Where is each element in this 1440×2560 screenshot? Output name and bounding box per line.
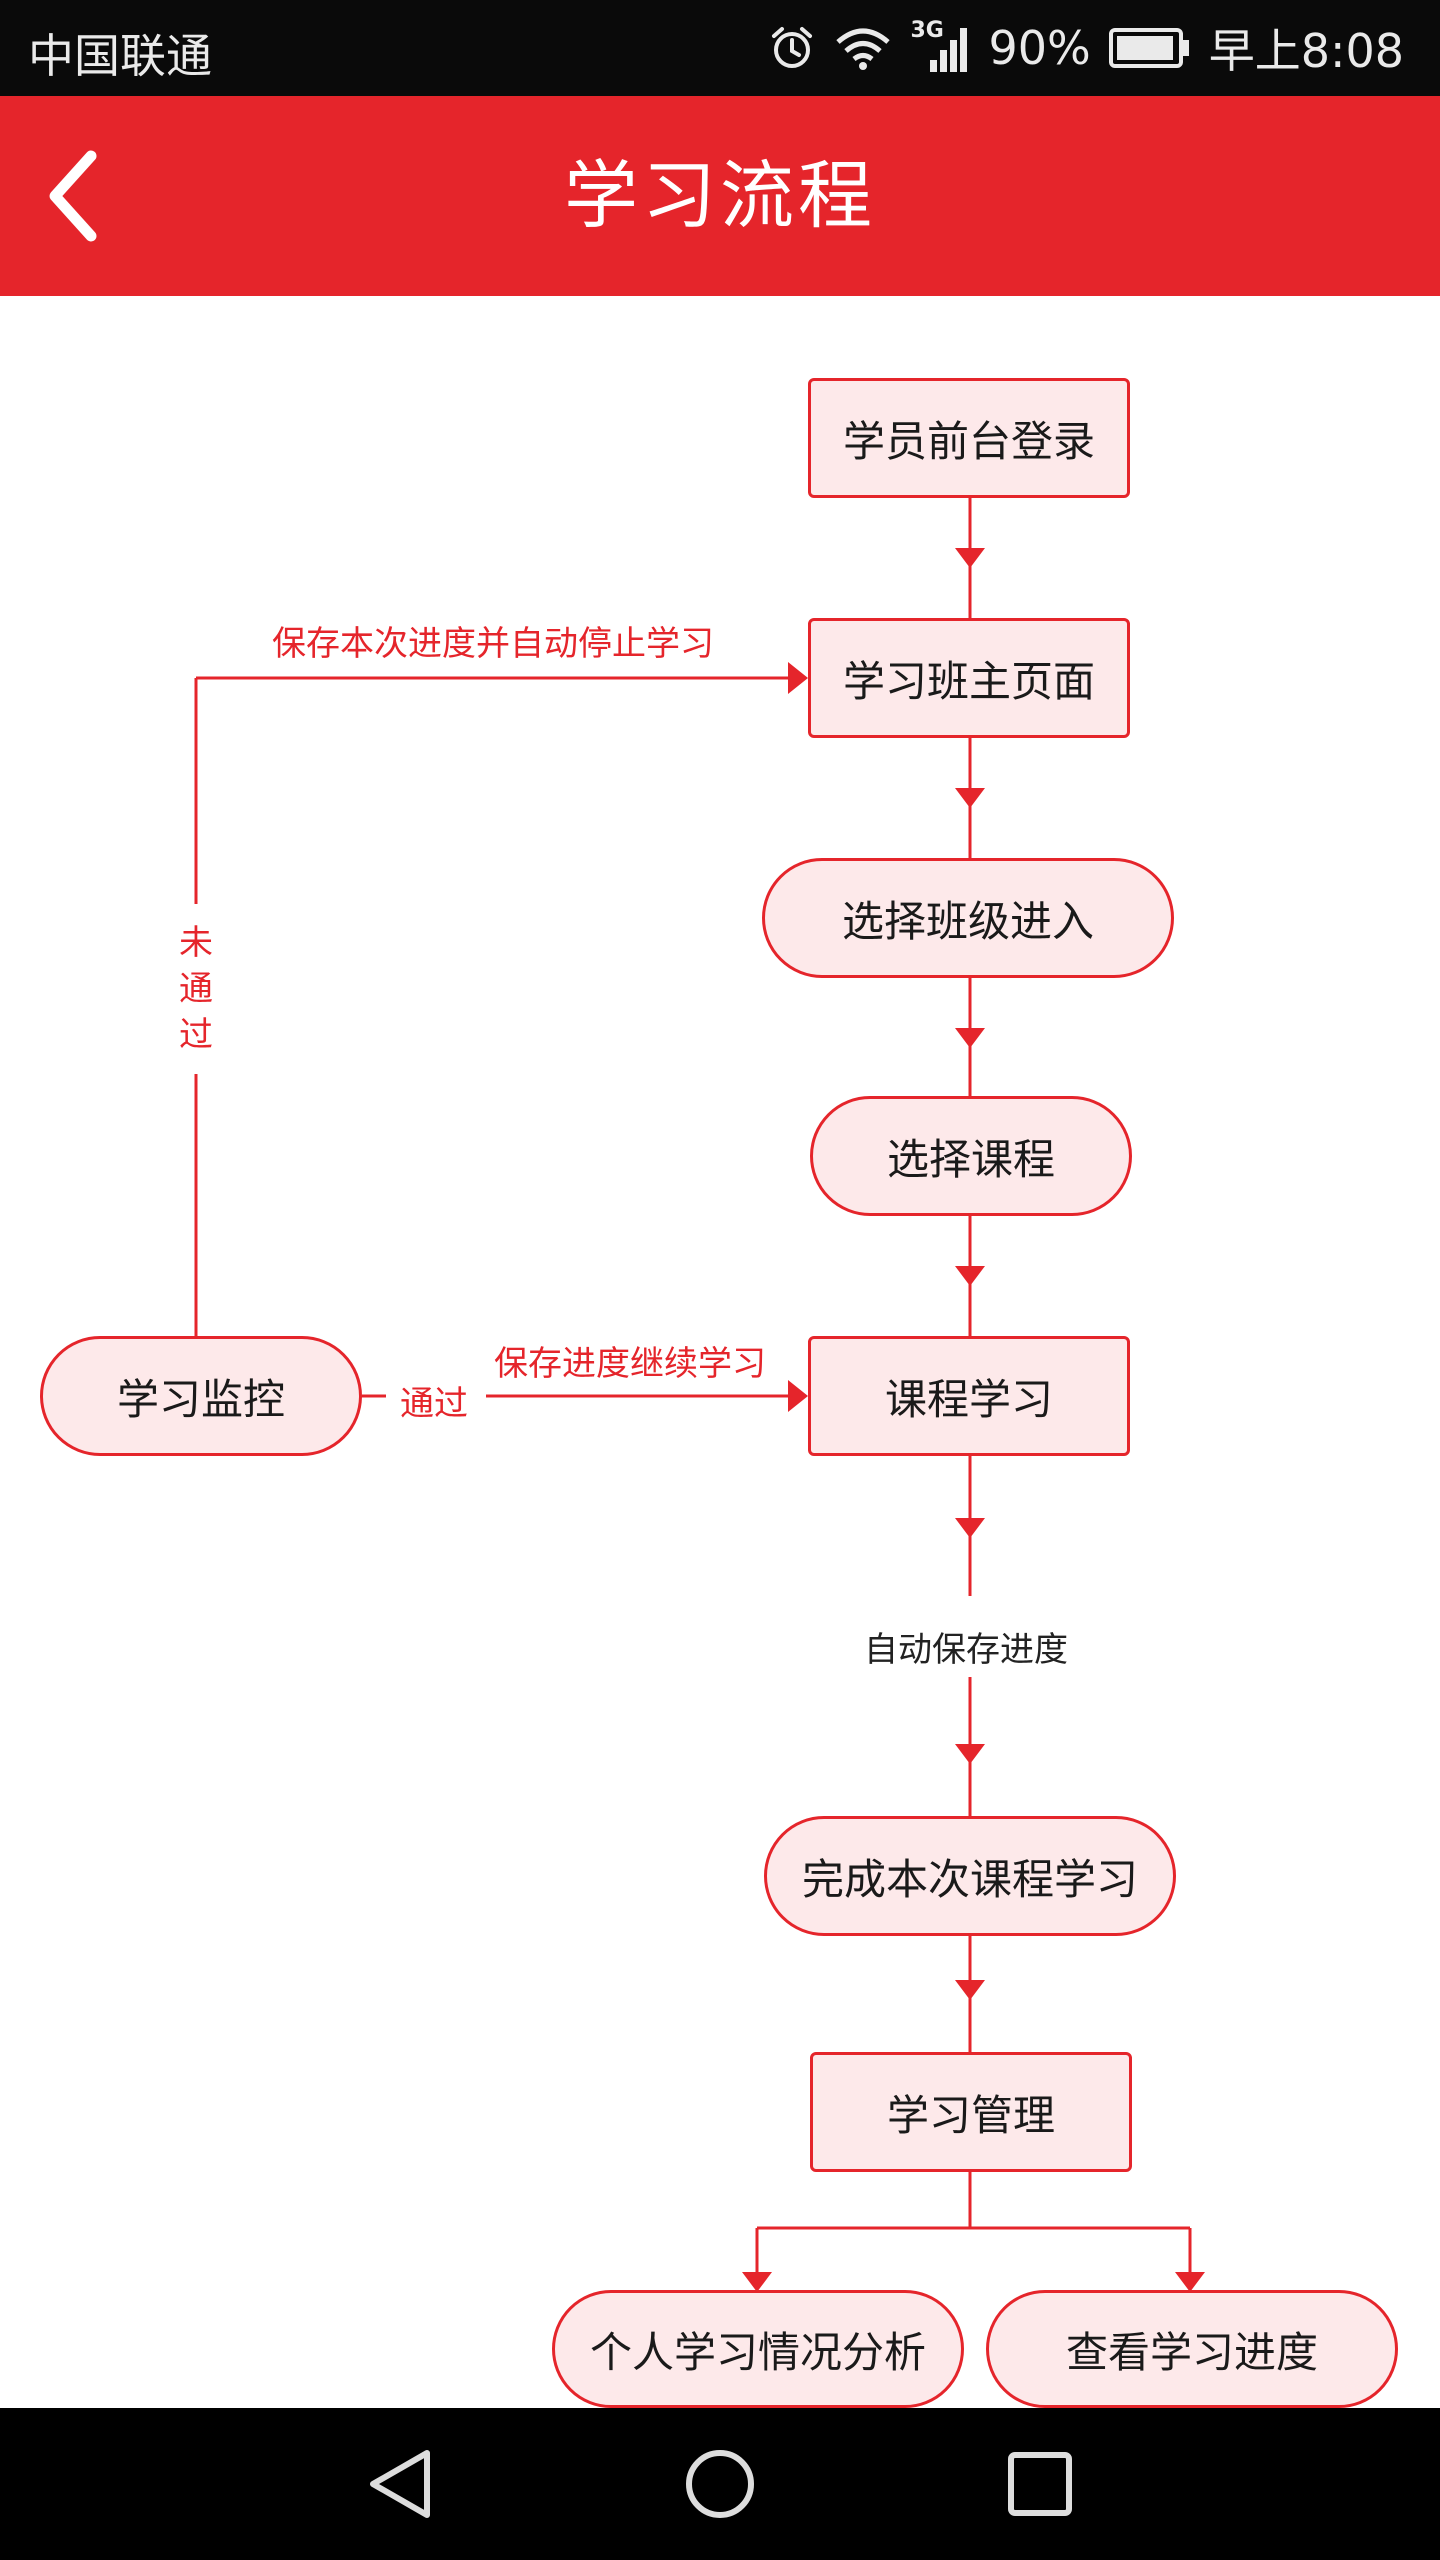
node-manage[interactable]: 学习管理 [810, 2052, 1132, 2172]
node-analysis[interactable]: 个人学习情况分析 [552, 2290, 964, 2408]
app-bar: 学习流程 [0, 96, 1440, 296]
navigation-bar [0, 2408, 1440, 2560]
circle-home-icon [686, 2450, 754, 2518]
nav-recents-button[interactable] [990, 2444, 1090, 2524]
label-not-passed-char: 过 [179, 1015, 213, 1055]
label-auto-save: 自动保存进度 [864, 1616, 1068, 1677]
node-select-class[interactable]: 选择班级进入 [762, 858, 1174, 978]
battery-icon [1108, 28, 1189, 68]
node-class-home[interactable]: 学习班主页面 [808, 618, 1130, 738]
alarm-icon [772, 27, 813, 68]
flow-connectors [194, 498, 1205, 2292]
status-bar: 中国联通 3G 90% 早上8:08 [0, 0, 1440, 96]
node-select-course[interactable]: 选择课程 [810, 1096, 1132, 1216]
label-passed: 通过 [400, 1384, 468, 1424]
nav-home-button[interactable] [670, 2444, 770, 2524]
flowchart: 学员前台登录 学习班主页面 选择班级进入 选择课程 课程学习 学习监控 完成本次… [0, 296, 1440, 2408]
status-icons: 3G 90% 早上8:08 [768, 18, 1404, 78]
carrier-name: 中国联通 [28, 29, 212, 83]
label-not-passed: 未 通 过 [176, 920, 216, 1058]
battery-percent: 90% [988, 21, 1091, 75]
back-button[interactable] [18, 136, 128, 256]
wifi-icon [836, 28, 891, 70]
node-complete[interactable]: 完成本次课程学习 [764, 1816, 1176, 1936]
label-not-passed-char: 未 [179, 923, 213, 963]
label-save-stop: 保存本次进度并自动停止学习 [272, 624, 714, 664]
label-not-passed-char: 通 [179, 969, 213, 1009]
node-course-study[interactable]: 课程学习 [808, 1336, 1130, 1456]
triangle-back-icon [370, 2450, 430, 2518]
node-login[interactable]: 学员前台登录 [808, 378, 1130, 498]
node-progress[interactable]: 查看学习进度 [986, 2290, 1398, 2408]
network-type: 3G [910, 18, 944, 43]
clock: 早上8:08 [1208, 24, 1404, 78]
square-recents-icon [1008, 2452, 1072, 2516]
signal-icon: 3G [910, 18, 970, 74]
chevron-left-icon [49, 150, 97, 242]
nav-back-button[interactable] [350, 2444, 450, 2524]
page-title: 学习流程 [564, 153, 876, 239]
label-save-continue: 保存进度继续学习 [494, 1344, 766, 1384]
node-monitor[interactable]: 学习监控 [40, 1336, 362, 1456]
